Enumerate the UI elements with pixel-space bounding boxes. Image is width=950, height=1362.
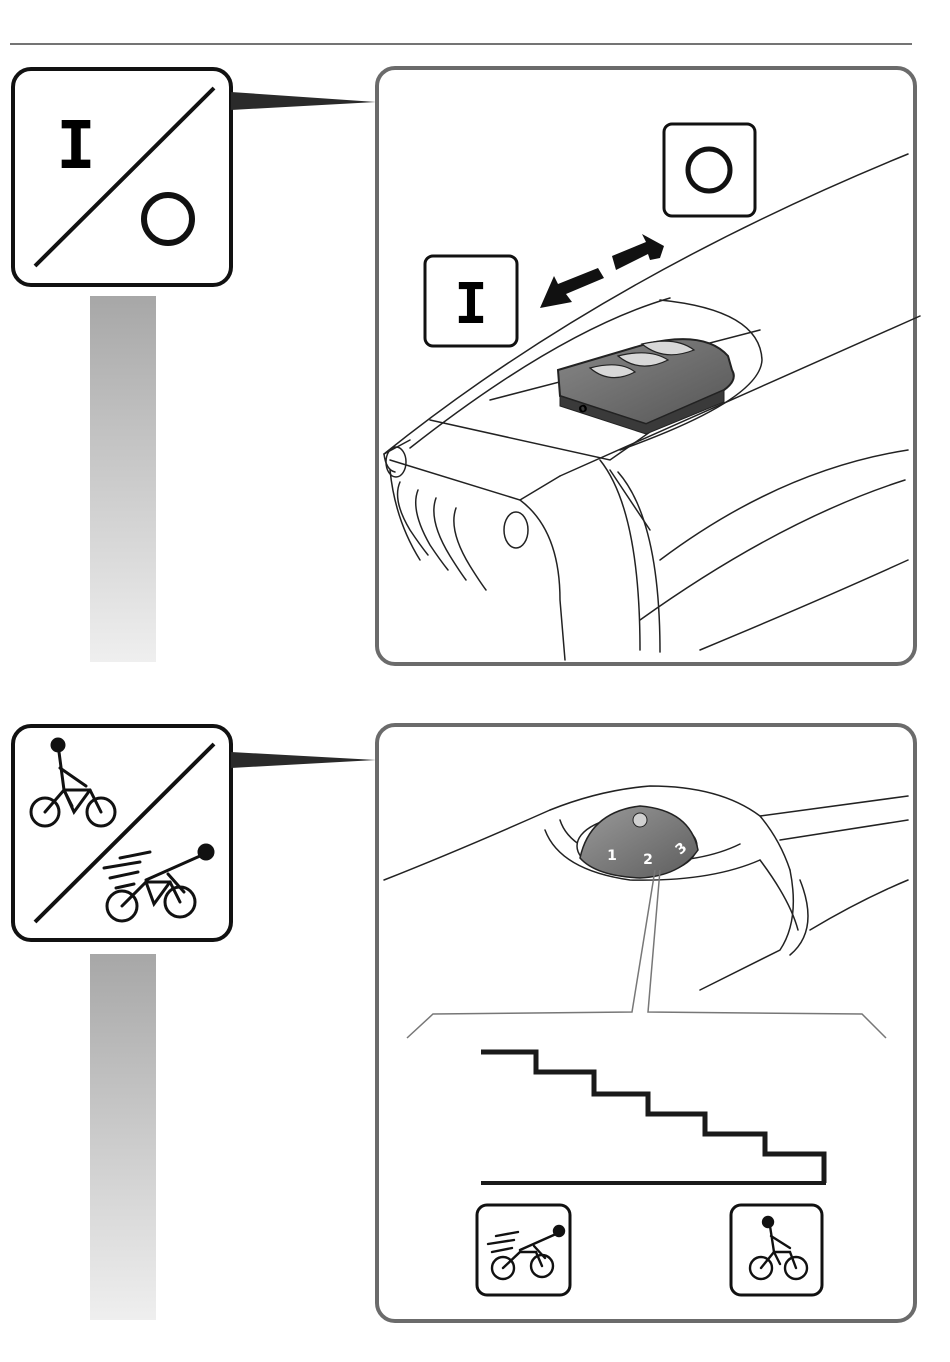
switch-off-label-box — [664, 124, 755, 216]
power-on-symbol: I — [56, 107, 96, 184]
power-symbol-card: I — [13, 69, 231, 285]
dial-number-2: 2 — [643, 852, 653, 868]
switch-on-label: I — [454, 272, 488, 337]
callout-pointer-bottom — [231, 752, 376, 768]
assist-symbol-card — [13, 726, 231, 940]
switch-on-label-box: I — [425, 256, 517, 346]
fade-bar-bottom — [90, 954, 156, 1320]
dial-number-1: 1 — [607, 848, 617, 864]
callout-pointer-top — [231, 92, 376, 110]
fast-mode-icon-box — [477, 1205, 570, 1295]
relaxed-mode-icon-box — [731, 1205, 822, 1295]
fade-bar-top — [90, 296, 156, 662]
